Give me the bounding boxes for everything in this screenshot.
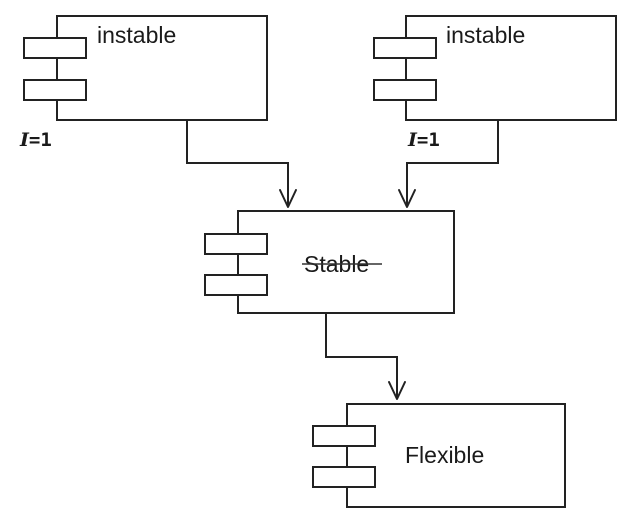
arrowhead-instable-left-to-stable [279, 189, 297, 208]
metric-value: =1 [29, 129, 52, 151]
instability-metric-left: I=1 [19, 129, 52, 151]
edge-stable-to-flexible [325, 313, 398, 398]
port-bottom [204, 274, 268, 296]
component-instable-left[interactable]: instable [23, 15, 268, 121]
port-top [312, 425, 376, 447]
dependency-edges [186, 120, 499, 400]
instability-metric-right: I=1 [407, 129, 440, 151]
port-bottom [373, 79, 437, 101]
metric-symbol: I [19, 129, 30, 151]
metric-value: =1 [417, 129, 440, 151]
component-label: Flexible [405, 442, 484, 468]
component-instable-right[interactable]: instable [373, 15, 617, 121]
component-label: instable [97, 22, 176, 48]
component-flexible[interactable]: Flexible [312, 403, 566, 508]
metric-symbol: I [407, 129, 418, 151]
port-top [23, 37, 87, 59]
arrowhead-instable-right-to-stable [398, 189, 416, 208]
component-box [405, 15, 617, 121]
port-top [373, 37, 437, 59]
port-bottom [312, 466, 376, 488]
edge-instable-left-to-stable [186, 120, 289, 205]
component-box [56, 15, 268, 121]
component-box [346, 403, 566, 508]
port-top [204, 233, 268, 255]
component-label: instable [446, 22, 525, 48]
component-stable[interactable]: Stable [204, 210, 455, 314]
arrowhead-stable-to-flexible [388, 381, 406, 400]
edge-instable-right-to-stable [406, 120, 499, 205]
port-bottom [23, 79, 87, 101]
component-box [237, 210, 455, 314]
